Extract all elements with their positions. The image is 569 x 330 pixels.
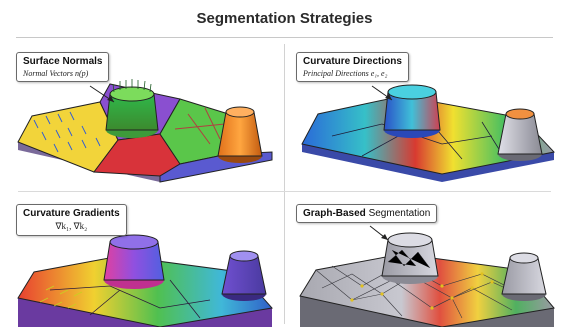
graph-based-heading-rest: Segmentation bbox=[365, 208, 431, 219]
vertical-divider bbox=[284, 44, 285, 324]
curvature-directions-illustration bbox=[301, 84, 555, 182]
curvature-directions-label: Curvature Directions Principal Direction… bbox=[296, 52, 409, 82]
curvature-gradients-illustration bbox=[17, 234, 273, 327]
panel-graph-based-segmentation: Graph-Based Segmentation bbox=[292, 190, 558, 330]
graph-based-segmentation-label: Graph-Based Segmentation bbox=[296, 204, 438, 223]
panel-curvature-gradients: Curvature Gradients ∇k₁, ∇k₂ bbox=[10, 190, 276, 330]
graph-based-segmentation-illustration bbox=[299, 225, 555, 327]
curvature-gradients-subtitle: ∇k₁, ∇k₂ bbox=[55, 221, 88, 231]
graph-based-heading-bold: Graph-Based bbox=[303, 208, 366, 219]
surface-normals-illustration bbox=[17, 79, 273, 183]
surface-normals-subtitle: Normal Vectors n(p) bbox=[23, 69, 89, 78]
curvature-directions-subtitle: Principal Directions e₁, e₂ bbox=[303, 69, 388, 78]
title-divider bbox=[16, 37, 553, 38]
horizontal-divider bbox=[18, 191, 551, 192]
curvature-gradients-heading: Curvature Gradients bbox=[23, 208, 120, 219]
panel-surface-normals: Surface Normals Normal Vectors n(p) bbox=[10, 44, 276, 184]
figure-title: Segmentation Strategies bbox=[196, 10, 373, 27]
graph-based-segmentation-heading: Graph-Based Segmentation bbox=[303, 208, 430, 219]
surface-normals-heading: Surface Normals bbox=[23, 56, 103, 67]
curvature-directions-heading: Curvature Directions bbox=[303, 56, 402, 67]
curvature-gradients-label: Curvature Gradients ∇k₁, ∇k₂ bbox=[16, 204, 127, 236]
surface-normals-label: Surface Normals Normal Vectors n(p) bbox=[16, 52, 110, 82]
panel-curvature-directions: Curvature Directions Principal Direction… bbox=[292, 44, 558, 184]
